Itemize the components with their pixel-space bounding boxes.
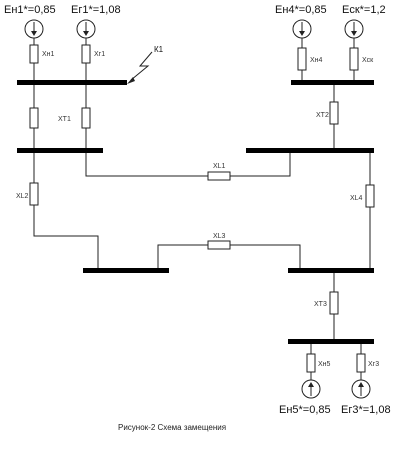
source-h5	[301, 379, 321, 399]
reactance-l3	[207, 240, 231, 250]
reactance-t2	[329, 101, 339, 125]
emf-label-g3: Eг3*=1,08	[341, 404, 391, 416]
reactance-label-l3: XL3	[213, 233, 226, 240]
reactance-g1	[81, 44, 91, 64]
emf-label-sk: Eск*=1,2	[342, 4, 386, 16]
reactance-l2	[29, 182, 39, 206]
reactance-label-l2: XL2	[16, 193, 29, 200]
emf-label-h1: Eн1*=0,85	[4, 4, 56, 16]
reactance-sk	[349, 47, 359, 71]
reactance-h4	[297, 47, 307, 71]
reactance-label-h1: Xн1	[42, 51, 55, 58]
reactance-label-h4: Xн4	[310, 57, 323, 64]
reactance-l4	[365, 184, 375, 208]
reactance-label-t3: XТ3	[314, 301, 327, 308]
wire-l1-right	[230, 153, 291, 177]
reactance-l1	[207, 171, 231, 181]
reactance-label-h5: Xн5	[318, 361, 331, 368]
source-h4	[292, 19, 312, 39]
reactance-label-g1: Xг1	[94, 51, 105, 58]
emf-label-h4: Eн4*=0,85	[275, 4, 327, 16]
bus-7	[288, 339, 374, 344]
reactance-label-g3: Xг3	[368, 361, 379, 368]
reactance-g3	[356, 353, 366, 373]
emf-label-g1: Eг1*=1,08	[71, 4, 121, 16]
reactance-label-l1: XL1	[213, 163, 226, 170]
bus-5	[83, 268, 169, 273]
bus-6	[288, 268, 374, 273]
source-g1	[76, 19, 96, 39]
figure-caption: Рисунок-2 Схема замещения	[118, 423, 226, 432]
reactance-bus1-left	[29, 107, 39, 129]
reactance-t3	[329, 291, 339, 315]
bus-1	[17, 80, 127, 85]
wire-l2-bottom	[33, 205, 99, 268]
source-sk	[344, 19, 364, 39]
reactance-h5	[306, 353, 316, 373]
reactance-t1	[81, 107, 91, 129]
bus-3	[291, 80, 374, 85]
source-g3	[351, 379, 371, 399]
fault-label-k1: К1	[154, 45, 164, 54]
wire-l1-left	[85, 153, 208, 177]
wire-l3-right	[230, 244, 301, 268]
source-h1	[24, 19, 44, 39]
reactance-label-sk: Xск	[362, 57, 374, 64]
bus-2	[17, 148, 103, 153]
reactance-label-l4: XL4	[350, 195, 363, 202]
reactance-h1	[29, 44, 39, 64]
wire-l3-left	[157, 244, 208, 268]
reactance-label-t2: XТ2	[316, 112, 329, 119]
fault-k1-marker	[127, 51, 153, 84]
bus-4	[246, 148, 374, 153]
emf-label-h5: Eн5*=0,85	[279, 404, 331, 416]
reactance-label-t1: XТ1	[58, 116, 71, 123]
